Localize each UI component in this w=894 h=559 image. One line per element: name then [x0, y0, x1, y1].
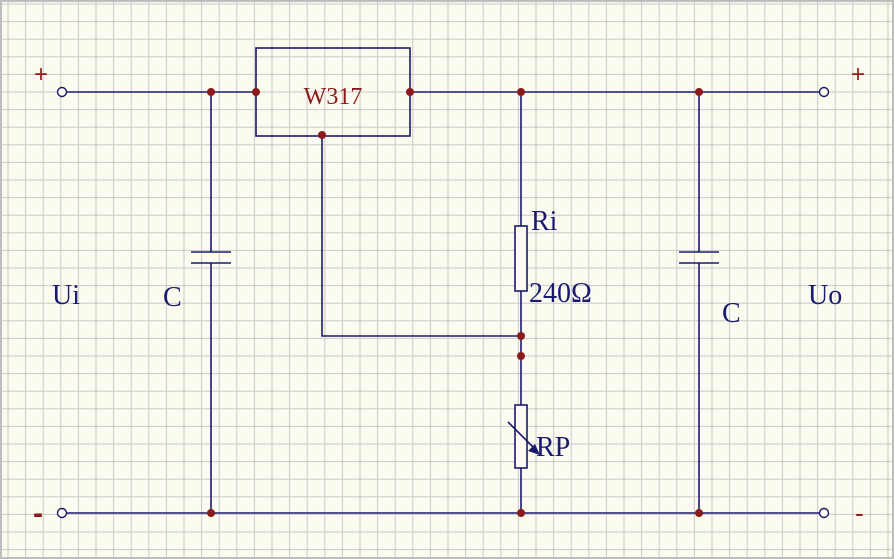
node: [406, 88, 414, 96]
node: [207, 509, 215, 517]
terminal-out-minus: [818, 507, 830, 519]
node: [695, 509, 703, 517]
capacitor-left: [191, 251, 231, 264]
capacitor-right: [679, 251, 719, 264]
node: [695, 88, 703, 96]
terminal-in-plus: [56, 86, 68, 98]
node: [517, 509, 525, 517]
wires: [66, 91, 819, 514]
capacitor-left-label: C: [163, 282, 182, 313]
node: [517, 332, 525, 340]
adj-wire: [321, 135, 521, 337]
terminal-out-plus: [818, 86, 830, 98]
minus-sign-right: -: [855, 498, 864, 528]
potentiometer-rp: [514, 404, 528, 469]
pot-arrow-head: [528, 444, 540, 455]
plus-sign-left: +: [34, 61, 48, 88]
node: [517, 352, 525, 360]
node: [207, 88, 215, 96]
resistor-label: Ri: [531, 206, 558, 237]
pot-arrow-line: [507, 421, 537, 451]
terminal-in-minus: [56, 507, 68, 519]
node: [252, 88, 260, 96]
input-voltage-label: Ui: [52, 280, 80, 311]
plus-sign-right: +: [851, 61, 865, 88]
node: [318, 131, 326, 139]
junction-nodes: [207, 88, 703, 517]
terminals: [56, 86, 830, 519]
capacitor-right-label: C: [722, 298, 741, 329]
potentiometer-label: RP: [536, 432, 570, 463]
output-voltage-label: Uo: [808, 280, 842, 311]
resistor-value-label: 240Ω: [529, 278, 592, 309]
node: [517, 88, 525, 96]
minus-sign-left: -: [33, 497, 43, 530]
regulator-label: W317: [304, 84, 363, 110]
resistor-ri: [514, 225, 528, 292]
